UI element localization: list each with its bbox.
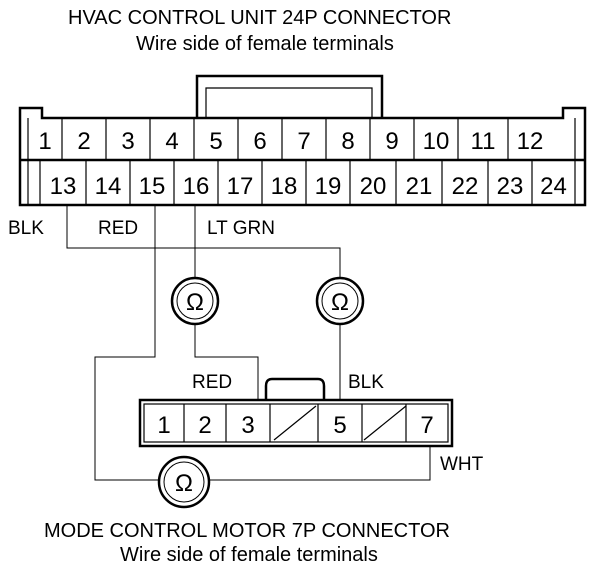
pin-label-5: 5 (209, 128, 222, 155)
pin-label-22: 22 (452, 173, 479, 200)
pin-label-3: 3 (121, 128, 134, 155)
label-blk-bottom: BLK (348, 372, 384, 393)
row2-dividers (85, 160, 533, 205)
pin-label-19: 19 (315, 173, 342, 200)
pin-label-8: 8 (341, 128, 354, 155)
7p-dividers (183, 404, 407, 442)
pin-label-11: 11 (471, 128, 496, 155)
7p-pin-labels: 1 2 3 5 7 (157, 412, 433, 439)
ohm-icon: Ω (331, 289, 349, 316)
pin-label-23: 23 (497, 173, 524, 200)
ohm-icon: Ω (186, 289, 204, 316)
row2-pin-labels: 13 14 15 16 17 18 19 20 21 22 23 24 (50, 173, 567, 200)
bottom-connector-subtitle: Wire side of female terminals (120, 544, 378, 566)
7p-pin-label-7: 7 (420, 412, 433, 439)
pin-label-10: 10 (423, 128, 450, 155)
pin-label-24: 24 (540, 173, 567, 200)
7p-pin-label-1: 1 (157, 412, 170, 439)
mode-motor-7p-connector: 1 2 3 5 7 (138, 377, 454, 448)
wire-red-meter1-to-pin3 (194, 325, 259, 400)
pin-label-4: 4 (165, 128, 178, 155)
wire-wht-pin7 (210, 445, 431, 481)
pin-label-2: 2 (77, 128, 90, 155)
bottom-connector-title: MODE CONTROL MOTOR 7P CONNECTOR (44, 520, 450, 542)
pin-label-20: 20 (360, 173, 387, 200)
row1-dividers (61, 118, 509, 160)
wiring (66, 205, 431, 481)
pin-label-14: 14 (95, 173, 122, 200)
label-ltgrn-top: LT GRN (207, 218, 275, 239)
pin-label-12: 12 (517, 128, 544, 155)
pin-label-15: 15 (139, 173, 166, 200)
pin-label-1: 1 (38, 128, 51, 155)
pin-label-6: 6 (253, 128, 266, 155)
pin-label-13: 13 (50, 173, 77, 200)
pin-label-17: 17 (227, 173, 254, 200)
ohmmeter-pin16-to-pin3: Ω (170, 276, 220, 326)
pin-label-16: 16 (183, 173, 210, 200)
ohmmeter-pin13-to-pin5: Ω (315, 276, 365, 326)
blank-cavity-4 (273, 405, 317, 441)
wire-red-pin15 (94, 205, 158, 481)
pin-label-7: 7 (297, 128, 310, 155)
wire-blk-pin13 (66, 205, 341, 278)
ohm-icon: Ω (175, 470, 193, 497)
7p-pin-label-3: 3 (241, 412, 254, 439)
7p-pin-label-2: 2 (198, 412, 211, 439)
label-blk-top: BLK (8, 218, 44, 239)
pin-label-18: 18 (271, 173, 298, 200)
blank-cavity-6 (363, 405, 407, 441)
pin-label-21: 21 (406, 173, 433, 200)
pin-label-9: 9 (385, 128, 398, 155)
top-connector-title: HVAC CONTROL UNIT 24P CONNECTOR (68, 7, 451, 29)
top-connector-subtitle: Wire side of female terminals (136, 33, 394, 55)
label-red-top: RED (98, 218, 138, 239)
label-red-bottom: RED (192, 372, 232, 393)
label-wht: WHT (440, 454, 484, 475)
7p-pin-label-5: 5 (333, 412, 346, 439)
ohmmeter-pin15-to-pin7: Ω (157, 455, 211, 509)
